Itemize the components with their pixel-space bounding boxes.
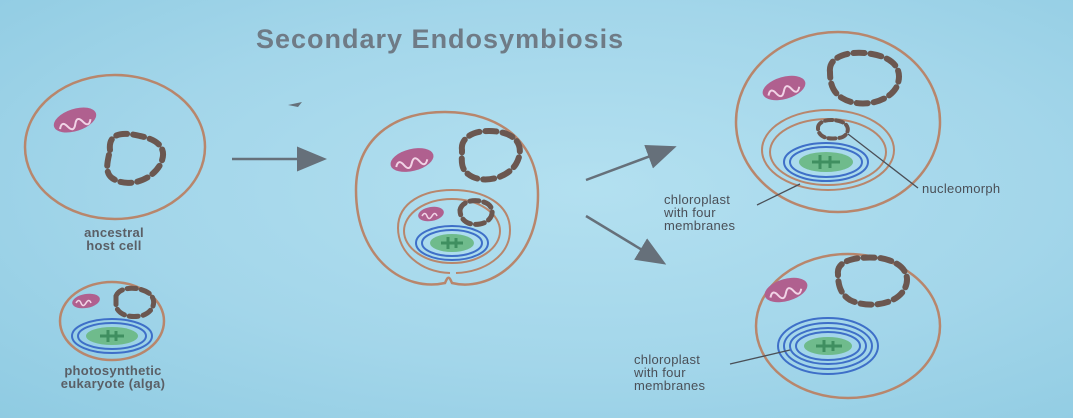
label-host-line1: ancestral (84, 225, 144, 240)
alga-nucleus (113, 285, 157, 319)
arrow-to-nucleomorph-cell (585, 145, 677, 182)
diagram-title: Secondary Endosymbiosis (256, 24, 625, 54)
engulfing-cell (354, 110, 540, 286)
reduced-cell (754, 252, 942, 400)
arrow-to-reduced-cell (585, 214, 667, 265)
food-vacuole-membrane (396, 188, 512, 274)
pointer-top-chloroplast (756, 183, 801, 206)
nucleomorph-cell-mitochondrion-icon (762, 75, 806, 101)
engulfed-alga-membrane (403, 198, 501, 264)
engulfed-nucleus (457, 198, 495, 227)
nucleomorph-cell-membrane (734, 30, 942, 214)
photosynthetic-alga (58, 280, 166, 362)
label-top-chloro-line2: with four (664, 205, 716, 220)
engulfing-host-nucleus (458, 128, 523, 183)
reduced-cell-mitochondrion-icon (764, 277, 808, 303)
ancestral-host-cell (23, 73, 207, 221)
pointer-nucleomorph (847, 133, 919, 189)
label-nucleomorph: nucleomorph (922, 181, 1001, 196)
top-chloroplast-four-membranes (783, 142, 869, 182)
host-nucleus (104, 130, 167, 186)
host-cell-membrane (23, 73, 207, 221)
label-photosynthetic-eukaryote: photosynthetic eukaryote (alga) (48, 364, 178, 390)
label-top-chloroplast: chloroplast with four membranes (664, 193, 735, 232)
nucleomorph (815, 118, 850, 141)
label-alga-line1: photosynthetic (64, 363, 162, 378)
label-bottom-chloro-line2: with four (634, 365, 686, 380)
label-ancestral-host-cell: ancestral host cell (64, 226, 164, 252)
engulfing-mitochondrion-icon (390, 148, 434, 172)
stray-mark (288, 102, 302, 107)
label-top-chloro-line1: chloroplast (664, 192, 731, 207)
label-bottom-chloro-line1: chloroplast (634, 352, 701, 367)
alga-chloroplast (71, 318, 153, 354)
label-bottom-chloroplast: chloroplast with four membranes (634, 353, 705, 392)
nucleomorph-cell-nucleus (826, 49, 902, 107)
engulfing-cell-membrane (354, 110, 540, 286)
reduced-cell-nucleus (835, 254, 910, 308)
nucleomorph-cell (734, 30, 942, 214)
engulfed-chloroplast (415, 225, 489, 261)
alga-cell-membrane (58, 280, 166, 362)
label-bottom-chloro-line3: membranes (634, 378, 706, 393)
periplastid-membrane-inner (769, 118, 887, 186)
reduced-cell-membrane (754, 252, 942, 400)
engulfed-mitochondrion-icon (418, 206, 444, 222)
label-host-line2: host cell (86, 238, 142, 253)
bottom-chloroplast-four-membranes (777, 317, 879, 375)
label-alga-line2: eukaryote (alga) (60, 376, 166, 391)
periplastid-membrane-outer (761, 109, 895, 191)
alga-mitochondrion-icon (72, 293, 100, 309)
label-top-chloro-line3: membranes (664, 218, 736, 233)
mitochondrion-icon (53, 107, 97, 133)
pointer-bottom-chloroplast (729, 349, 791, 365)
